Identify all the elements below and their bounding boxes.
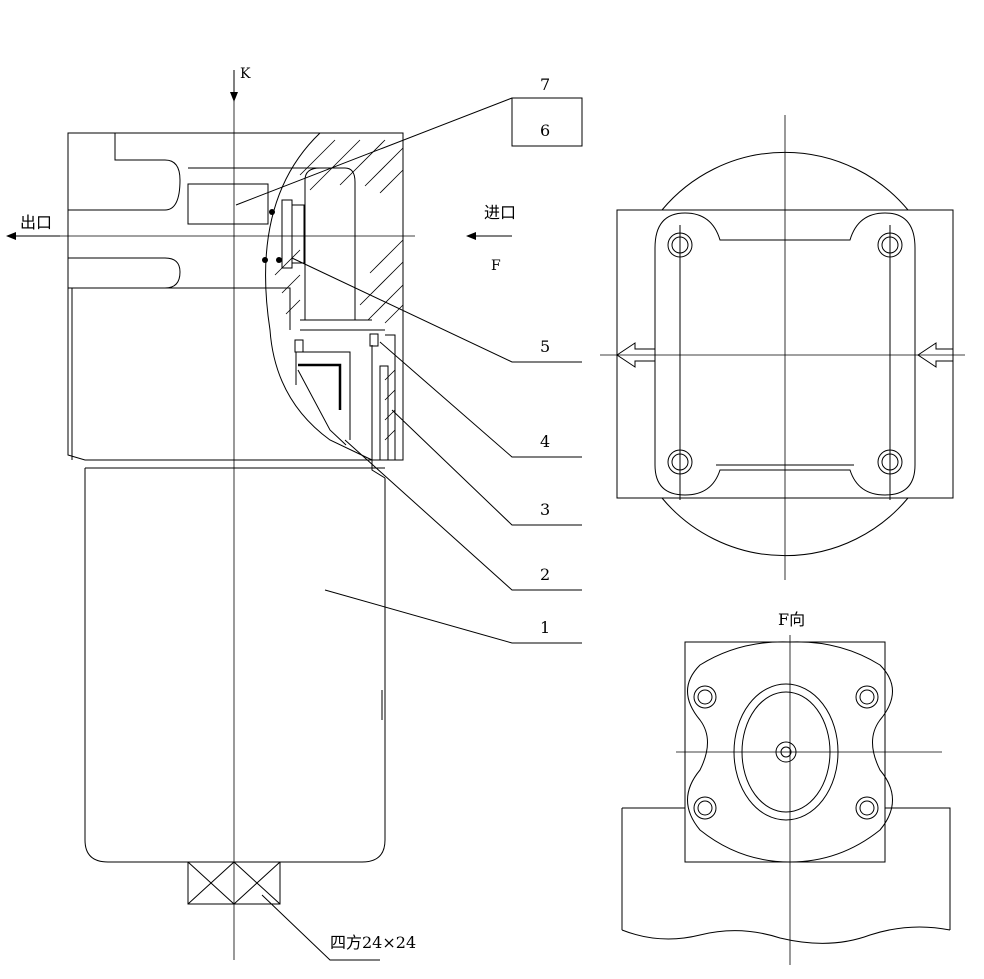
callout-7: 7: [540, 75, 550, 94]
main-section-view: K: [6, 66, 516, 961]
callout-5: 5: [540, 337, 550, 356]
view-f-title: F向: [778, 610, 805, 629]
view-f: F向: [621, 610, 951, 965]
filter-bowl: [84, 468, 386, 863]
view-k-label: K: [240, 66, 251, 82]
top-view: [600, 115, 965, 580]
outlet-label: 出口: [20, 213, 52, 232]
callout-3: 3: [540, 500, 550, 519]
callout-6: 6: [540, 121, 550, 140]
callouts: 7 6 5 4 3 2 1: [235, 75, 583, 644]
callout-1: 1: [540, 618, 550, 637]
inlet-label: 进口: [484, 203, 516, 222]
view-f-label: F: [491, 258, 501, 274]
section-hatching: [274, 139, 404, 441]
callout-2: 2: [540, 565, 550, 584]
square-size-note: 四方24×24: [330, 933, 416, 952]
callout-4: 4: [540, 432, 550, 451]
